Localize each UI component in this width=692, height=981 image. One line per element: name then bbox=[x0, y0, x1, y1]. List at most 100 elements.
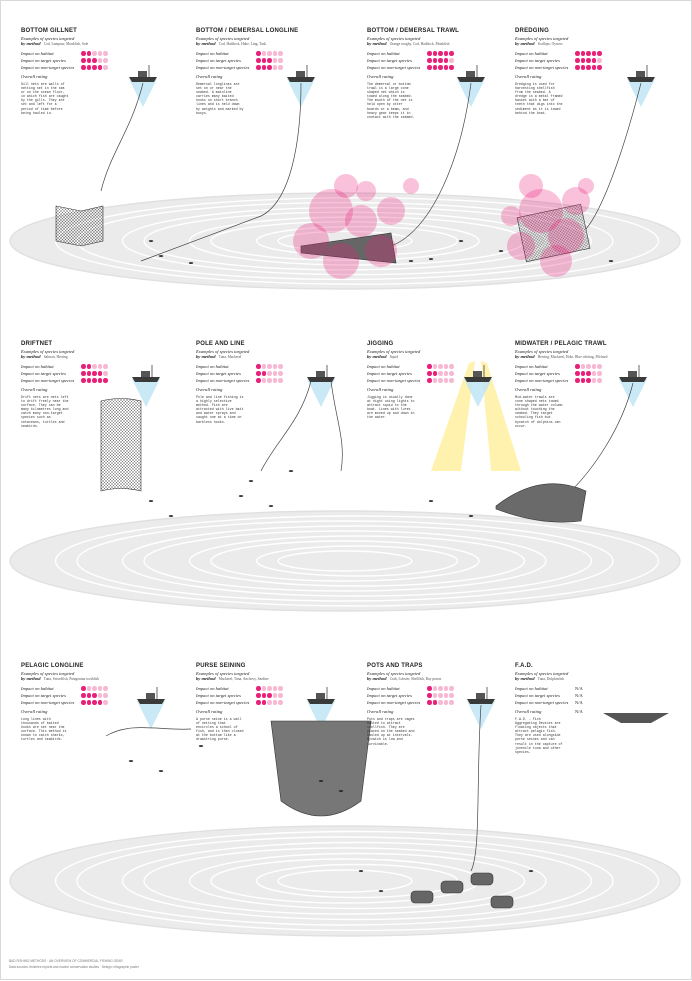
species-label-text: Examples of species targeted bbox=[21, 36, 75, 41]
fish bbox=[198, 745, 204, 747]
rating-dot bbox=[272, 378, 278, 383]
vessel-pole-line-hull bbox=[307, 377, 335, 382]
rating-dot bbox=[591, 378, 597, 383]
vessel-pole-line-cabin bbox=[316, 371, 325, 377]
impact-row: Impact on habitat bbox=[21, 363, 171, 370]
species-list: Crab, Lobster, Shellfish, Bay prawn bbox=[389, 677, 442, 681]
line-dredge bbox=[585, 82, 642, 230]
impact-label: Impact on target species bbox=[196, 58, 241, 63]
fish bbox=[378, 890, 384, 892]
rating-dot bbox=[256, 378, 261, 383]
overall-label: Overall rating bbox=[367, 709, 394, 714]
overall-label: Overall rating bbox=[196, 709, 223, 714]
panel-description: F.A.D. - Fish Aggregating Devices are fl… bbox=[515, 717, 563, 754]
rating-dot bbox=[103, 378, 108, 383]
panel-pots-and-traps: POTS AND TRAPS Examples of species targe… bbox=[367, 663, 517, 746]
impact-row: Impact on target species bbox=[196, 370, 346, 377]
species-list: Cod, Lumpsur, Monkfish, Sole bbox=[43, 42, 89, 46]
rating-dot bbox=[103, 371, 108, 376]
rating-dot bbox=[575, 364, 580, 369]
vessel-gillnet-cabin bbox=[138, 71, 147, 77]
vessel-pole-line bbox=[307, 365, 335, 407]
impact-row: Impact on habitat bbox=[196, 363, 346, 370]
rating-dot bbox=[92, 693, 97, 698]
rating-dot bbox=[575, 51, 580, 56]
vessel-bottom-trawl-water-cone bbox=[457, 79, 485, 107]
fish bbox=[188, 262, 194, 264]
vessel-purse-seine-water-cone bbox=[307, 701, 335, 729]
rating-dot bbox=[427, 700, 432, 705]
rating-dot bbox=[586, 364, 591, 369]
impact-row: Impact on non-target species bbox=[196, 377, 346, 384]
panel-pole-and-line: POLE AND LINE Examples of species target… bbox=[196, 341, 346, 424]
rating-dots bbox=[427, 686, 454, 691]
impact-label: Impact on habitat bbox=[515, 51, 548, 56]
panel-title: DREDGING bbox=[515, 28, 549, 34]
impact-row: Impact on non-target species bbox=[515, 377, 665, 384]
impact-row: Impact on target species bbox=[196, 57, 346, 64]
rating-dot bbox=[597, 58, 602, 63]
rating-dot bbox=[586, 65, 591, 70]
vessel-driftnet-water-cone bbox=[132, 379, 160, 407]
impact-label: Impact on target species bbox=[367, 371, 412, 376]
rating-dot bbox=[449, 378, 454, 383]
impact-row: Impact on non-target species bbox=[367, 699, 517, 706]
rating-dot bbox=[97, 700, 103, 705]
vessel-bottom-trawl-hull bbox=[457, 77, 485, 82]
rating-dot bbox=[86, 371, 92, 376]
impact-row: Impact on target species bbox=[367, 692, 517, 699]
rating-dot bbox=[432, 371, 438, 376]
impact-bubble-dredge bbox=[519, 174, 543, 198]
rating-dot bbox=[81, 700, 86, 705]
species-label: Examples of species targeted by method S… bbox=[21, 349, 171, 359]
vessel-pelagic-longline-water-cone bbox=[137, 701, 165, 729]
rating-dot bbox=[443, 371, 449, 376]
species-label: Examples of species targeted by method T… bbox=[515, 671, 665, 681]
fish bbox=[288, 470, 294, 472]
seabed-row-3-contour bbox=[76, 836, 614, 926]
rating-dot bbox=[586, 371, 591, 376]
fish bbox=[428, 500, 434, 502]
rating-dot bbox=[103, 364, 108, 369]
rating-dot bbox=[81, 378, 86, 383]
rating-dots bbox=[81, 65, 108, 70]
trap-pot bbox=[410, 890, 434, 904]
rating-dot bbox=[267, 693, 272, 698]
rating-dot bbox=[81, 51, 86, 56]
rating-dot bbox=[261, 371, 267, 376]
vessel-bottom-trawl bbox=[457, 65, 485, 107]
overall-rating: Overall rating bbox=[515, 386, 665, 393]
species-list: Cod, Haddock, Hake, Ling, Tusk bbox=[218, 42, 267, 46]
by-method-label: by method bbox=[367, 41, 387, 46]
by-method-label: by method bbox=[21, 676, 41, 681]
seabed-row-2-contour bbox=[277, 550, 413, 572]
species-label: Examples of species targeted by method S… bbox=[367, 349, 517, 359]
rating-dot bbox=[261, 58, 267, 63]
rating-dot bbox=[580, 58, 586, 63]
overall-label: Overall rating bbox=[367, 74, 394, 79]
fish bbox=[428, 258, 434, 260]
impact-row: Impact on target species bbox=[515, 370, 665, 377]
vessel-jigging-water-cone bbox=[464, 379, 492, 407]
species-label: Examples of species targeted by method T… bbox=[196, 349, 346, 359]
impact-label: Impact on target species bbox=[21, 693, 66, 698]
seabed-row-3-contour bbox=[121, 841, 593, 921]
seabed-row-3-contour bbox=[188, 852, 526, 910]
vessel-midwater-water-cone bbox=[619, 379, 647, 407]
rating-dot bbox=[597, 378, 602, 383]
panel-purse-seining: PURSE SEINING Examples of species target… bbox=[196, 663, 346, 742]
fish bbox=[148, 240, 154, 242]
fish bbox=[608, 260, 614, 262]
fish bbox=[158, 770, 164, 772]
rating-dot bbox=[267, 700, 272, 705]
vessel-purse-seine bbox=[307, 687, 335, 729]
na-value: N/A bbox=[575, 693, 583, 698]
light-beam-left bbox=[431, 361, 475, 471]
rating-dot bbox=[261, 51, 267, 56]
impact-label: Impact on non-target species bbox=[21, 65, 75, 70]
impact-label: Impact on habitat bbox=[196, 686, 229, 691]
trap-pot bbox=[490, 895, 514, 909]
impact-row: Impact on non-target species bbox=[196, 699, 346, 706]
impact-label: Impact on non-target species bbox=[196, 700, 250, 705]
rating-dot bbox=[92, 378, 97, 383]
